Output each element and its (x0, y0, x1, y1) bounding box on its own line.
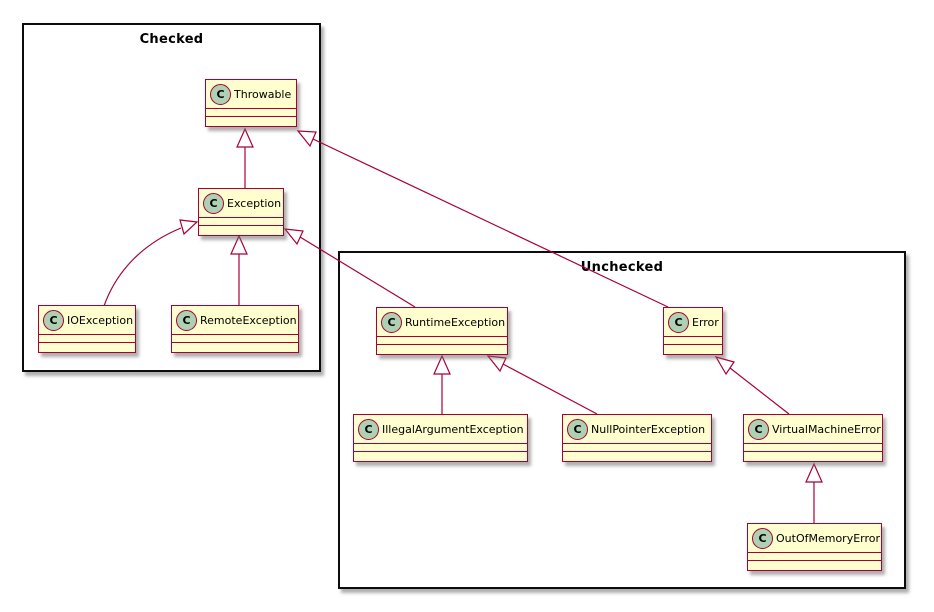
fields-compartment (748, 552, 881, 560)
class-name: RuntimeException (405, 315, 506, 329)
class-name: Throwable (234, 87, 292, 101)
class-title: C RuntimeException (377, 308, 507, 336)
class-name: Error (692, 315, 719, 329)
fields-compartment (199, 217, 283, 225)
class-title: C IOException (39, 306, 135, 334)
class-ioexception[interactable]: C IOException (38, 305, 136, 353)
fields-compartment (563, 443, 711, 451)
class-name: OutOfMemoryError (776, 531, 881, 545)
class-nullpointerexception[interactable]: C NullPointerException (562, 414, 712, 462)
class-exception[interactable]: C Exception (198, 188, 284, 236)
class-name: RemoteException (200, 313, 297, 327)
class-title: C Throwable (206, 80, 296, 108)
fields-compartment (354, 443, 527, 451)
class-title: C IllegalArgumentException (354, 415, 527, 443)
class-title: C NullPointerException (563, 415, 711, 443)
class-icon: C (358, 418, 379, 440)
fields-compartment (744, 443, 882, 451)
class-throwable[interactable]: C Throwable (205, 79, 297, 127)
class-runtimeexception[interactable]: C RuntimeException (376, 307, 508, 355)
fields-compartment (377, 336, 507, 344)
class-title: C OutOfMemoryError (748, 524, 881, 552)
class-icon: C (668, 311, 689, 333)
class-icon: C (210, 83, 231, 105)
class-title: C Exception (199, 189, 283, 217)
class-icon: C (381, 311, 402, 333)
methods-compartment (39, 342, 135, 352)
class-title: C Error (664, 308, 722, 336)
class-remoteexception[interactable]: C RemoteException (171, 305, 299, 353)
class-icon: C (752, 527, 773, 549)
class-error[interactable]: C Error (663, 307, 723, 355)
methods-compartment (206, 116, 296, 126)
class-name: Exception (227, 196, 282, 210)
fields-compartment (39, 334, 135, 342)
fields-compartment (664, 336, 722, 344)
class-icon: C (567, 418, 588, 440)
class-name: NullPointerException (591, 422, 706, 436)
methods-compartment (172, 342, 298, 352)
class-icon: C (748, 418, 769, 440)
fields-compartment (172, 334, 298, 342)
class-outofmemoryerror[interactable]: C OutOfMemoryError (747, 523, 882, 571)
methods-compartment (664, 344, 722, 354)
class-title: C VirtualMachineError (744, 415, 882, 443)
fields-compartment (206, 108, 296, 116)
package-checked-title: Checked (139, 32, 204, 47)
class-title: C RemoteException (172, 306, 298, 334)
methods-compartment (354, 451, 527, 461)
methods-compartment (377, 344, 507, 354)
class-virtualmachineerror[interactable]: C VirtualMachineError (743, 414, 883, 462)
methods-compartment (744, 451, 882, 461)
class-name: VirtualMachineError (772, 422, 881, 436)
class-icon: C (43, 309, 64, 331)
methods-compartment (748, 560, 881, 570)
class-name: IOException (67, 313, 134, 327)
class-illegalargumentexception[interactable]: C IllegalArgumentException (353, 414, 528, 462)
class-icon: C (176, 309, 197, 331)
class-name: IllegalArgumentException (382, 422, 524, 436)
methods-compartment (563, 451, 711, 461)
package-unchecked-title: Unchecked (580, 260, 664, 275)
methods-compartment (199, 225, 283, 235)
class-icon: C (203, 192, 224, 214)
